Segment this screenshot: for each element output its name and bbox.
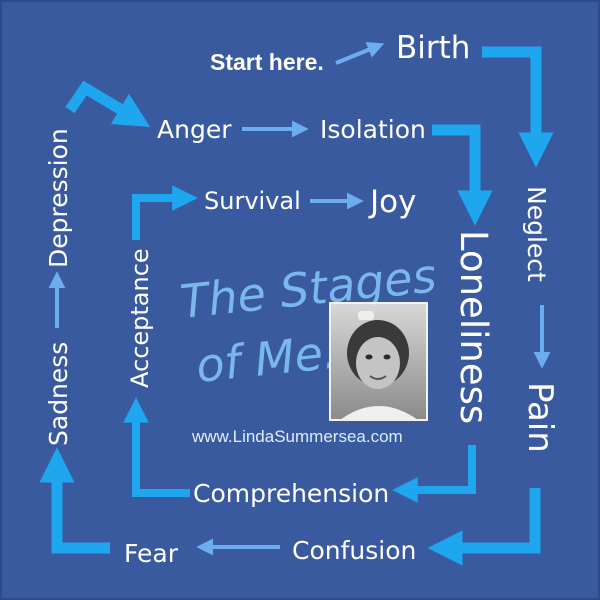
website-url: www.LindaSummersea.com [191, 427, 403, 446]
arrow-acceptance-to-survival [132, 185, 198, 240]
child-portrait-photo [329, 302, 428, 421]
inner-path-arrows [123, 185, 476, 503]
stage-sadness: Sadness [44, 342, 73, 446]
arrow-isolation-to-loneliness [432, 124, 493, 226]
stage-birth: Birth [396, 30, 470, 66]
stage-joy: Joy [368, 184, 416, 220]
stage-depression: Depression [44, 128, 73, 268]
arrow-loneliness-to-comprehension [392, 445, 476, 503]
outer-path-arrows [39, 46, 554, 566]
thin-arrows [48, 41, 551, 556]
stage-pain: Pain [520, 382, 560, 453]
arrow-fear-to-sadness [39, 447, 110, 554]
arrow-depression-to-anger [65, 80, 151, 128]
start-label: Start here. [210, 49, 324, 75]
stage-confusion: Confusion [292, 536, 416, 565]
stage-anger: Anger [157, 115, 232, 144]
stage-loneliness: Loneliness [452, 230, 495, 424]
arrow-birth-to-neglect [482, 46, 554, 168]
arrow-comprehension-to-acceptance [123, 397, 190, 497]
stage-fear: Fear [124, 539, 179, 568]
stage-neglect: Neglect [522, 186, 551, 282]
stage-acceptance: Acceptance [126, 248, 154, 388]
arrow-start-to-birth [335, 41, 385, 65]
arrow-pain-to-confusion [427, 488, 541, 566]
stage-comprehension: Comprehension [193, 479, 389, 508]
stage-isolation: Isolation [320, 115, 426, 144]
stage-survival: Survival [204, 187, 301, 215]
